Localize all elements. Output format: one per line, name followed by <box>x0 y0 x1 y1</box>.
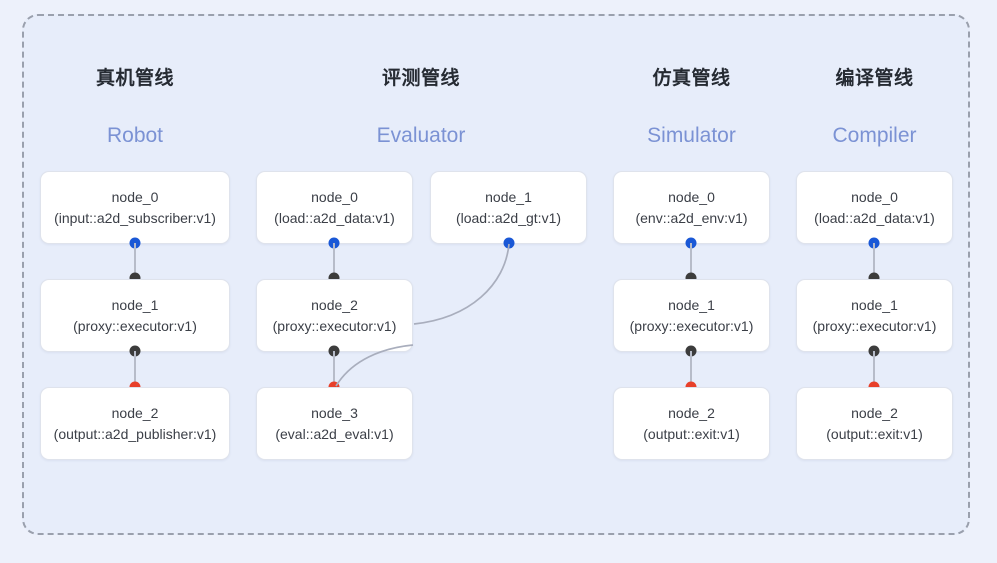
node-robot-node_1[interactable]: node_1 (proxy::executor:v1) <box>40 279 230 352</box>
node-type: (output::exit:v1) <box>643 426 740 442</box>
column-title-en-robot: Robot <box>106 124 164 147</box>
port-input-simulator-node_1[interactable] <box>685 272 697 284</box>
link-evaluator-0-2 <box>333 243 335 278</box>
node-id: node_1 <box>668 296 715 313</box>
link-robot-1-2 <box>134 351 136 387</box>
node-id: node_2 <box>311 296 358 313</box>
node-evaluator-node_3[interactable]: node_3 (eval::a2d_eval:v1) <box>256 387 413 460</box>
node-robot-node_0[interactable]: node_0 (input::a2d_subscriber:v1) <box>40 171 230 244</box>
node-simulator-node_0[interactable]: node_0 (env::a2d_env:v1) <box>613 171 770 244</box>
link-evaluator-2-3 <box>333 351 335 387</box>
node-type: (proxy::executor:v1) <box>73 318 197 334</box>
node-simulator-node_1[interactable]: node_1 (proxy::executor:v1) <box>613 279 770 352</box>
node-type: (load::a2d_gt:v1) <box>455 210 562 226</box>
link-simulator-1-2 <box>690 351 692 387</box>
node-id: node_0 <box>311 188 358 205</box>
node-compiler-node_0[interactable]: node_0 (load::a2d_data:v1) <box>796 171 953 244</box>
column-title-cn-robot: 真机管线 <box>95 68 174 89</box>
link-robot-0-1 <box>134 243 136 278</box>
node-type: (load::a2d_data:v1) <box>814 210 935 226</box>
node-type: (proxy::executor:v1) <box>629 318 754 334</box>
port-input-robot-node_1[interactable] <box>129 272 141 284</box>
column-title-en-simulator: Simulator <box>647 124 736 147</box>
column-title-en-evaluator: Evaluator <box>376 124 466 147</box>
column-title-cn-simulator: 仿真管线 <box>652 68 731 89</box>
port-input-compiler-node_1[interactable] <box>868 272 880 284</box>
node-id: node_2 <box>111 404 159 421</box>
node-evaluator-node_1[interactable]: node_1 (load::a2d_gt:v1) <box>430 171 587 244</box>
node-id: node_0 <box>851 188 898 205</box>
node-id: node_1 <box>111 296 159 313</box>
node-type: (load::a2d_data:v1) <box>274 210 395 226</box>
link-simulator-0-1 <box>690 243 692 278</box>
node-compiler-node_2[interactable]: node_2 (output::exit:v1) <box>796 387 953 460</box>
node-type: (proxy::executor:v1) <box>272 318 397 334</box>
node-type: (output::a2d_publisher:v1) <box>53 426 217 442</box>
node-type: (input::a2d_subscriber:v1) <box>54 210 216 226</box>
link-compiler-1-2 <box>873 351 875 387</box>
node-evaluator-node_2[interactable]: node_2 (proxy::executor:v1) <box>256 279 413 352</box>
node-type: (output::exit:v1) <box>826 426 923 442</box>
node-type: (env::a2d_env:v1) <box>635 210 748 226</box>
node-type: (eval::a2d_eval:v1) <box>275 426 394 442</box>
port-input-evaluator-node_2[interactable] <box>328 272 340 284</box>
port-output-evaluator-node_1[interactable] <box>503 237 515 249</box>
node-id: node_0 <box>111 188 159 205</box>
node-robot-node_2[interactable]: node_2 (output::a2d_publisher:v1) <box>40 387 230 460</box>
node-simulator-node_2[interactable]: node_2 (output::exit:v1) <box>613 387 770 460</box>
node-id: node_2 <box>851 404 898 421</box>
node-id: node_0 <box>668 188 715 205</box>
column-title-en-compiler: Compiler <box>832 124 917 147</box>
node-id: node_1 <box>485 188 532 205</box>
node-id: node_1 <box>851 296 898 313</box>
node-id: node_3 <box>311 404 358 421</box>
column-title-cn-evaluator: 评测管线 <box>381 68 460 89</box>
node-compiler-node_1[interactable]: node_1 (proxy::executor:v1) <box>796 279 953 352</box>
link-compiler-0-1 <box>873 243 875 278</box>
node-type: (proxy::executor:v1) <box>812 318 937 334</box>
column-title-cn-compiler: 编译管线 <box>835 68 914 89</box>
node-evaluator-node_0[interactable]: node_0 (load::a2d_data:v1) <box>256 171 413 244</box>
node-id: node_2 <box>668 404 715 421</box>
